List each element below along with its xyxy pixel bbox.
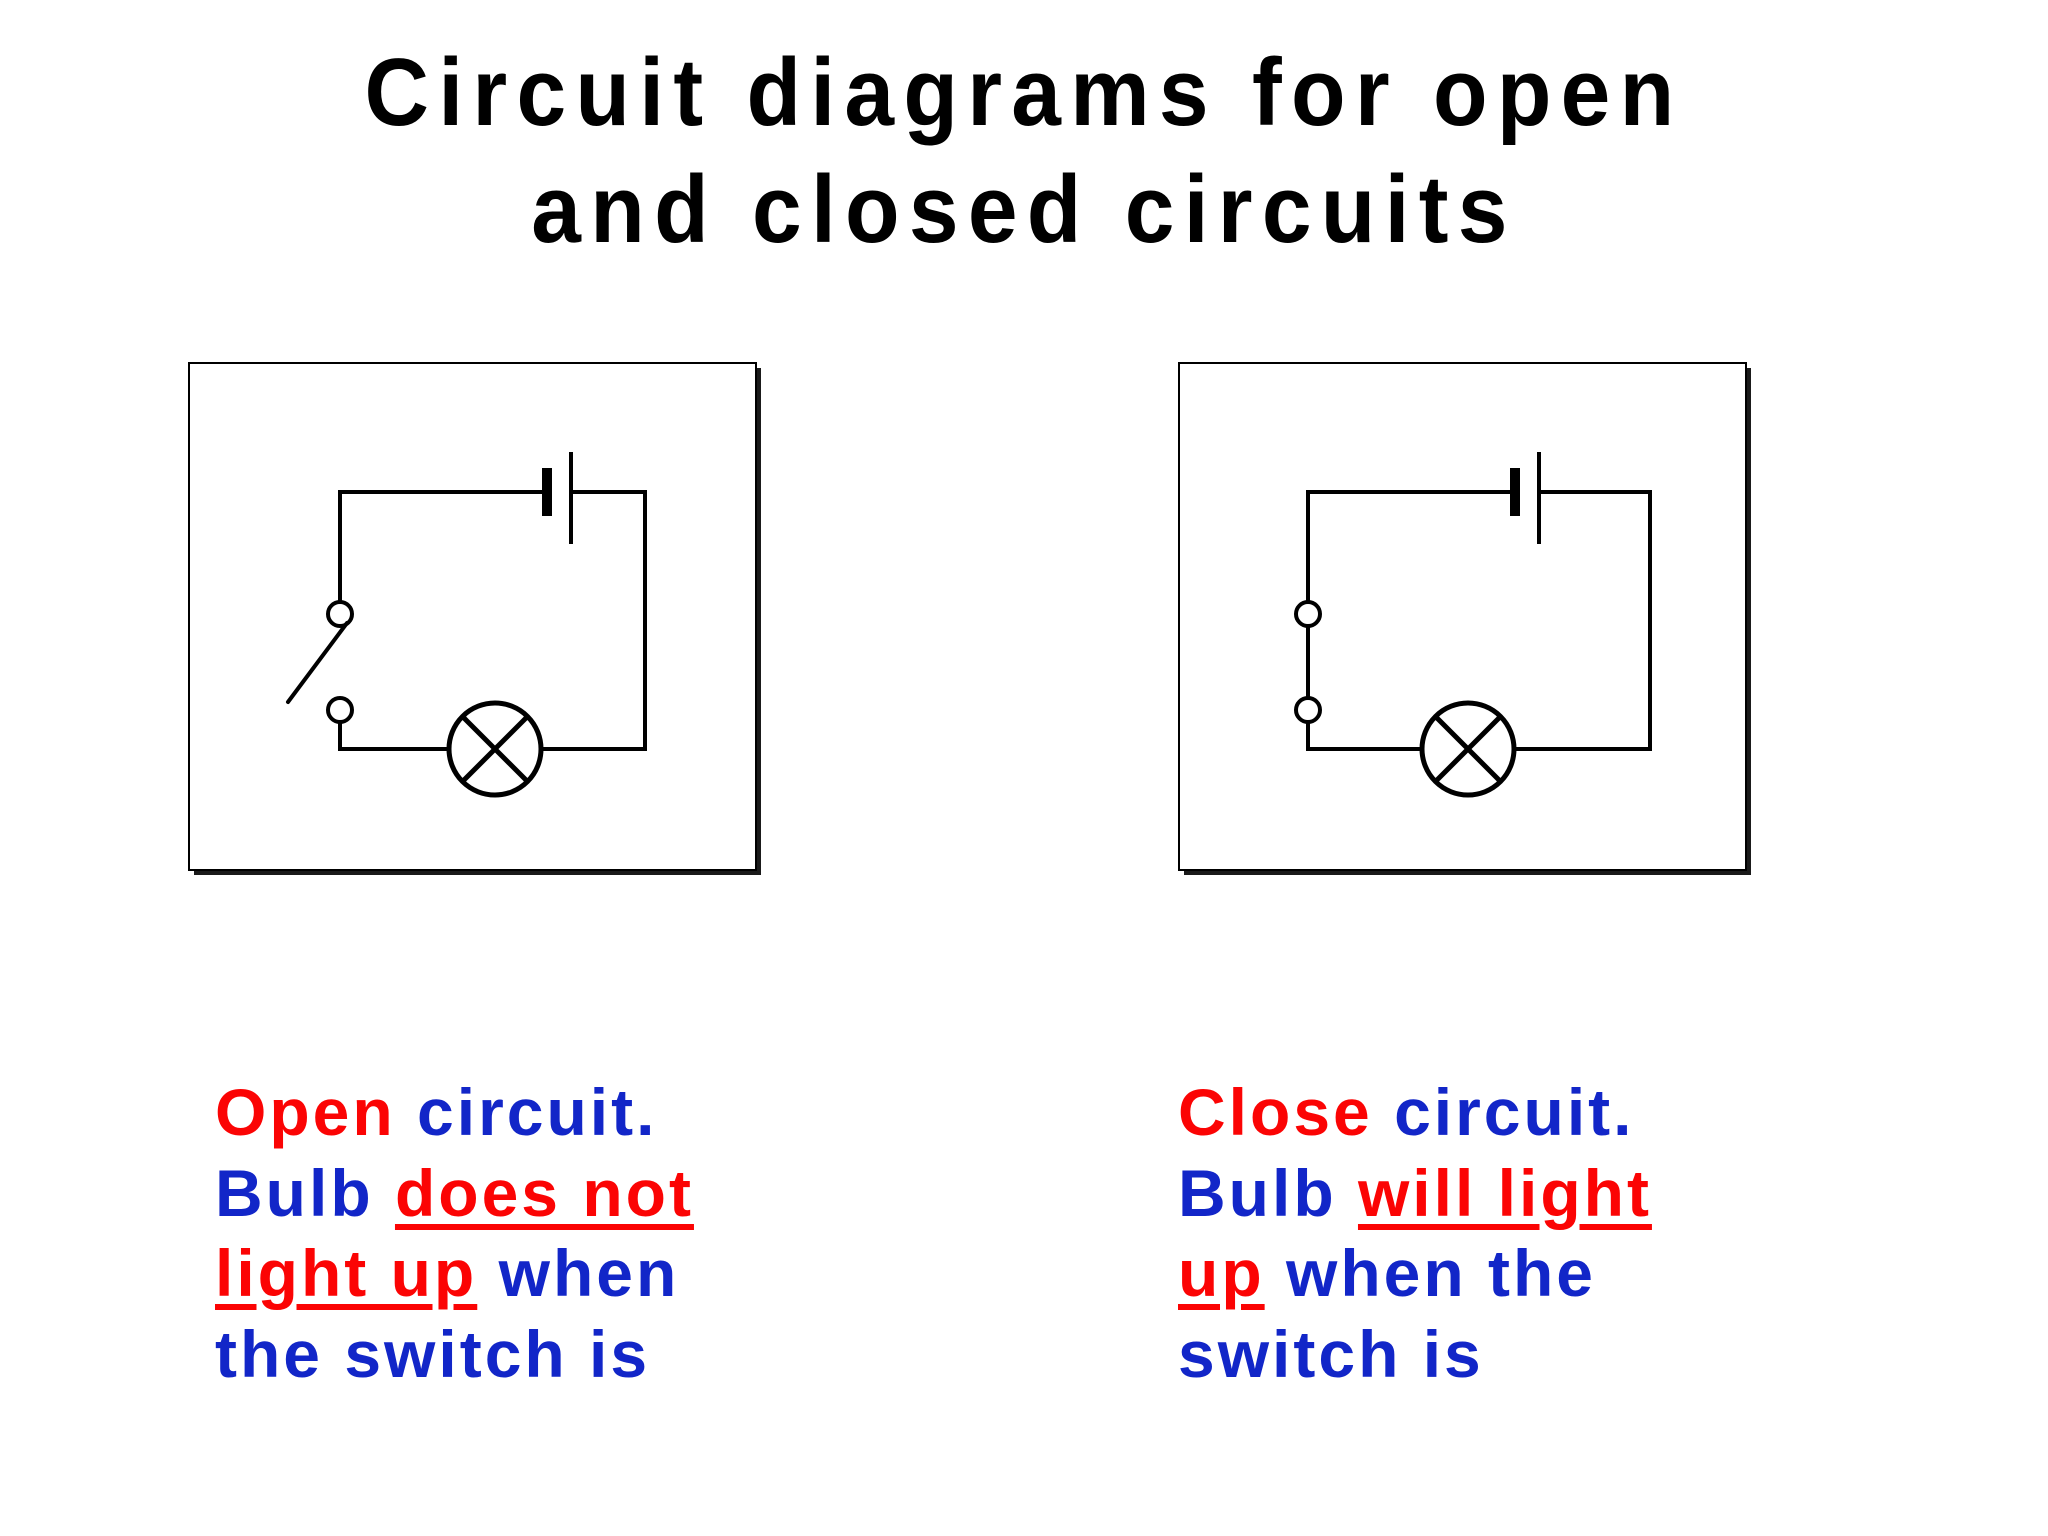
caption-line-3: light up when — [215, 1233, 875, 1314]
lamp-icon — [446, 700, 544, 798]
closed-circuit-caption: Close circuit. Bulb will light up when t… — [1178, 1072, 1838, 1394]
caption-blue-switch-is: switch is — [1178, 1316, 1484, 1391]
caption-red-up: up — [1178, 1236, 1265, 1311]
caption-red-close: Close — [1178, 1075, 1373, 1149]
caption-blue-circuit: circuit. — [1372, 1075, 1635, 1149]
caption-line-2: Bulb will light — [1178, 1153, 1838, 1234]
caption-line-2: Bulb does not — [215, 1153, 875, 1234]
caption-line-1: Open circuit. — [215, 1072, 875, 1153]
caption-line-1: Close circuit. — [1178, 1072, 1838, 1153]
caption-blue-when: when — [477, 1236, 680, 1311]
battery-icon — [1510, 452, 1541, 544]
open-circuit-svg — [286, 452, 647, 798]
open-circuit-caption: Open circuit. Bulb does not light up whe… — [215, 1072, 875, 1394]
caption-blue-when-the: when the — [1264, 1236, 1596, 1311]
closed-circuit-svg — [1294, 452, 1652, 798]
open-circuit-diagram-panel — [188, 362, 757, 871]
caption-line-4: switch is — [1178, 1314, 1838, 1395]
page-title: Circuit diagrams for open and closed cir… — [364, 39, 1684, 264]
caption-blue-circuit: circuit. — [395, 1075, 658, 1149]
switch-open-icon[interactable] — [286, 600, 354, 724]
battery-icon — [542, 452, 573, 544]
switch-closed-icon[interactable] — [1294, 600, 1322, 724]
caption-red-will-light: will light — [1357, 1155, 1652, 1230]
lamp-icon — [1419, 700, 1517, 798]
caption-blue-the-switch-is: the switch is — [215, 1316, 651, 1391]
caption-blue-bulb: Bulb — [215, 1155, 395, 1230]
caption-red-light-up: light up — [215, 1236, 478, 1311]
caption-red-open: Open — [215, 1075, 396, 1149]
caption-line-4: the switch is — [215, 1314, 875, 1395]
caption-red-does-not: does not — [394, 1155, 694, 1230]
caption-blue-bulb: Bulb — [1178, 1155, 1358, 1230]
caption-line-3: up when the — [1178, 1233, 1838, 1314]
closed-circuit-diagram-panel — [1178, 362, 1747, 871]
